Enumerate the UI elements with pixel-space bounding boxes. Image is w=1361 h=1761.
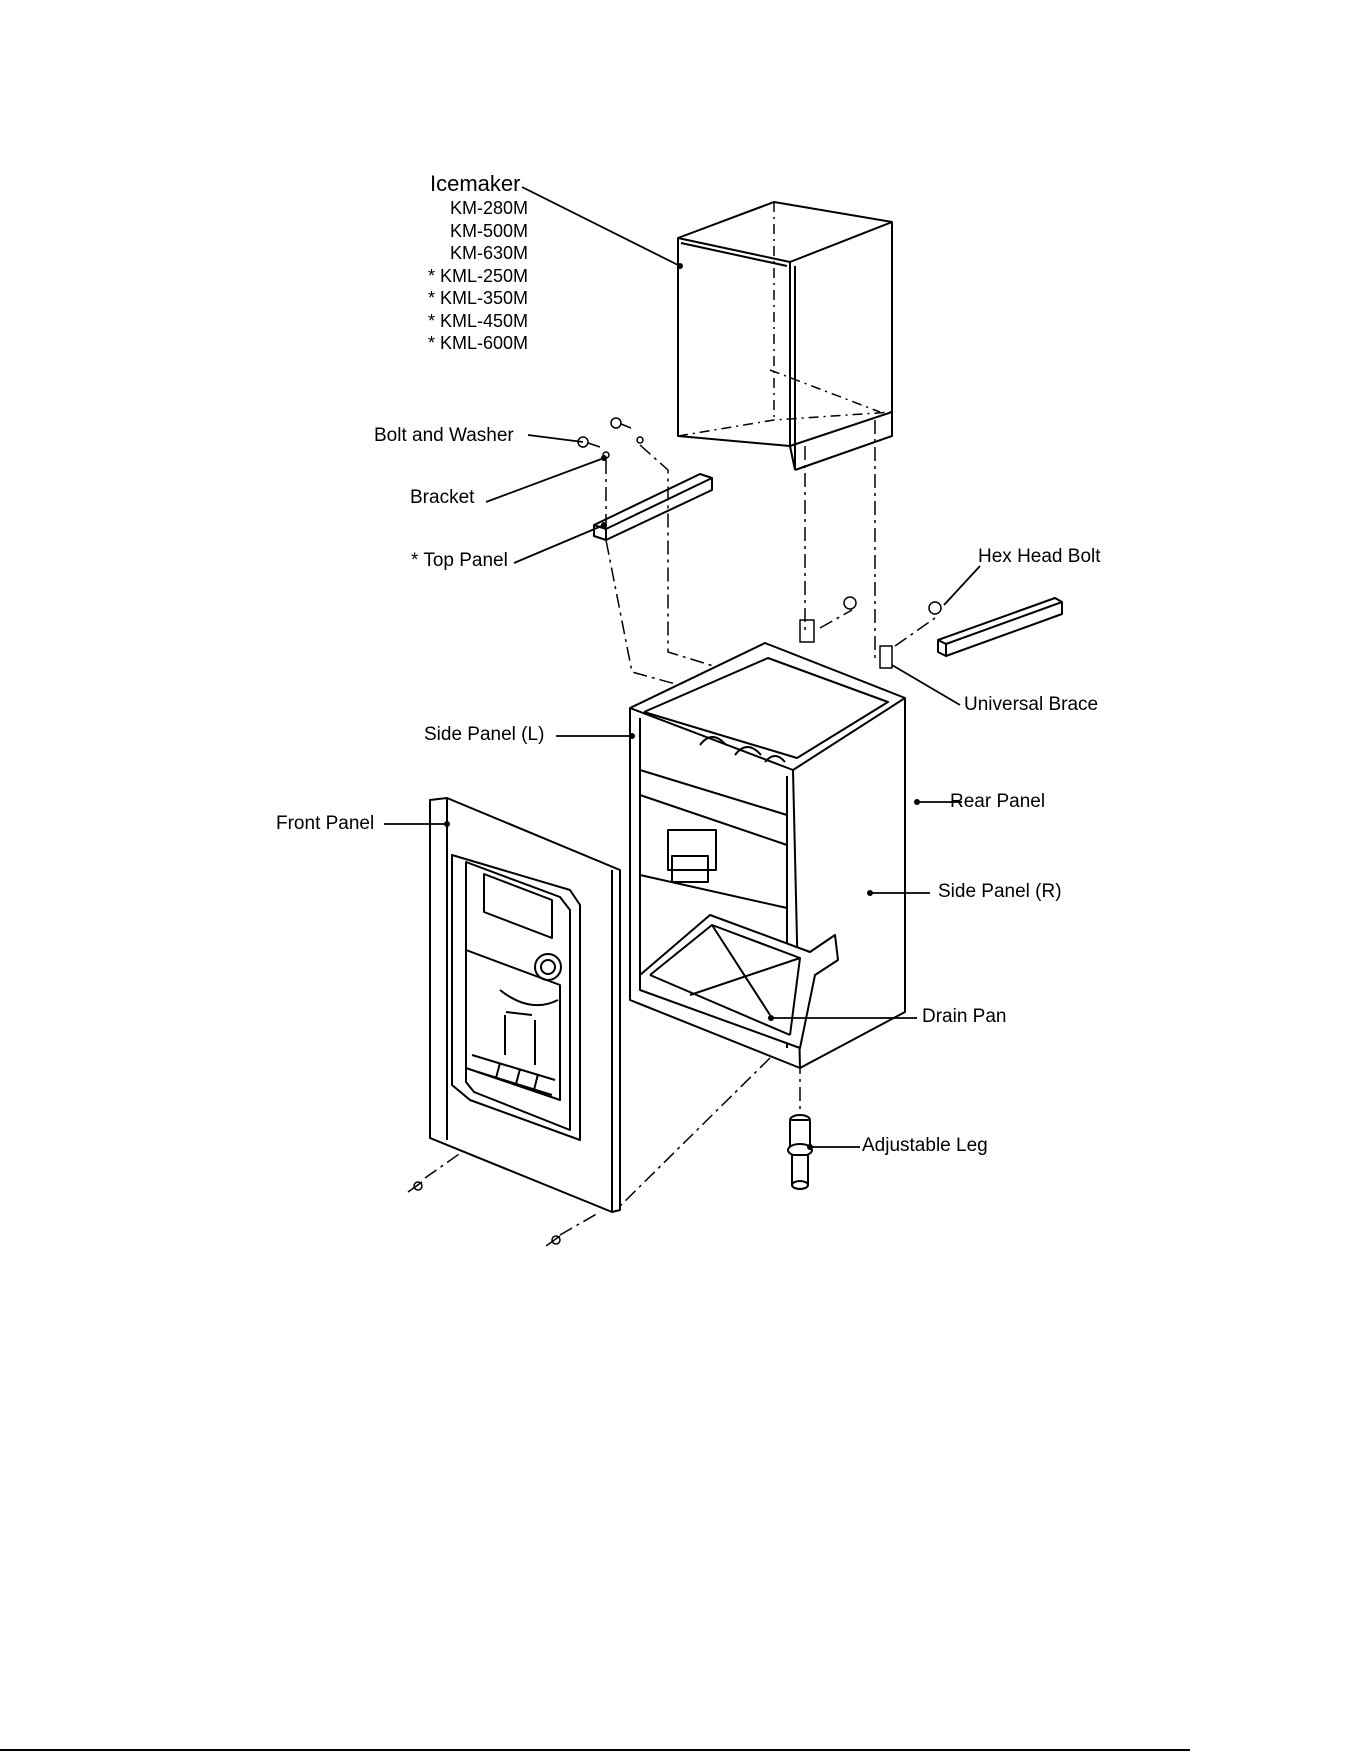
model-item: KM-280M <box>428 197 528 220</box>
model-item: * KML-350M <box>428 287 528 310</box>
rear-panel-label: Rear Panel <box>950 791 1045 813</box>
model-item: KM-630M <box>428 242 528 265</box>
footer-rule <box>0 1749 1190 1751</box>
front-panel-label: Front Panel <box>276 813 374 835</box>
top-panel-label: * Top Panel <box>411 550 508 572</box>
icemaker-unit <box>678 202 892 470</box>
bracket-label: Bracket <box>410 487 474 509</box>
model-item: * KML-250M <box>428 265 528 288</box>
cabinet <box>630 643 905 1068</box>
universal-brace-part <box>938 598 1062 656</box>
side-panel-l-label: Side Panel (L) <box>424 724 544 746</box>
model-item: * KML-450M <box>428 310 528 333</box>
side-panel-r-label: Side Panel (R) <box>938 881 1062 903</box>
adjustable-leg-part <box>788 1115 812 1189</box>
front-panel-screws <box>408 1182 560 1246</box>
hex-head-bolt-label: Hex Head Bolt <box>978 546 1101 568</box>
drain-pan-label: Drain Pan <box>922 1006 1007 1028</box>
model-item: * KML-600M <box>428 332 528 355</box>
bolt-and-washer-parts <box>578 418 643 458</box>
adjustable-leg-label: Adjustable Leg <box>862 1135 988 1157</box>
model-item: KM-500M <box>428 220 528 243</box>
brace-hardware <box>800 597 941 668</box>
universal-brace-label: Universal Brace <box>964 694 1098 716</box>
top-panel-part <box>594 474 712 540</box>
model-list: KM-280M KM-500M KM-630M * KML-250M * KML… <box>428 197 528 355</box>
front-panel-part <box>430 798 620 1212</box>
bolt-washer-label: Bolt and Washer <box>374 425 514 447</box>
icemaker-label: Icemaker <box>430 171 520 197</box>
